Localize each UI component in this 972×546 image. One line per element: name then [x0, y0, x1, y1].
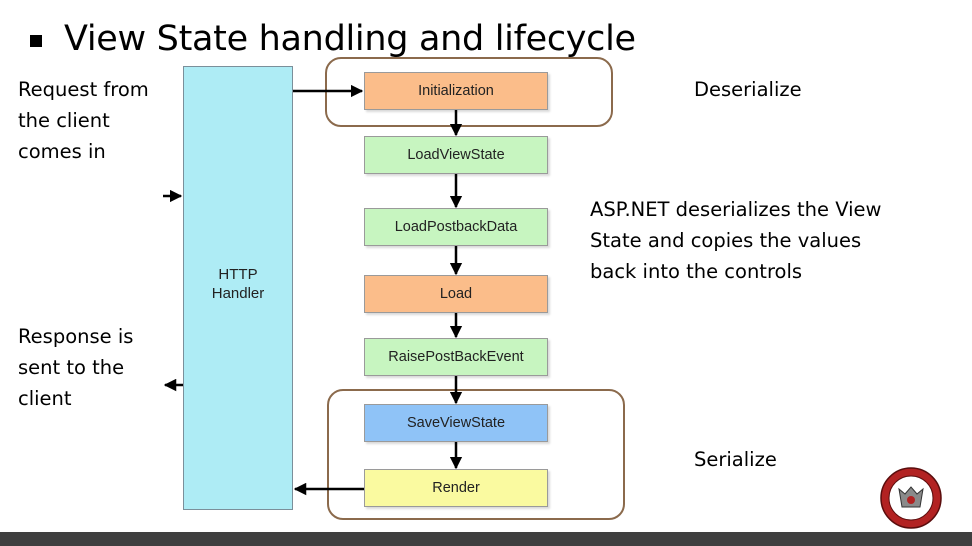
title-row: View State handling and lifecycle	[30, 14, 636, 64]
slide-title: View State handling and lifecycle	[64, 19, 636, 59]
stage-initialization: Initialization	[364, 72, 548, 110]
deserialize-label: Deserialize	[694, 78, 802, 101]
serialize-label: Serialize	[694, 448, 777, 471]
deserialize-note: ASP.NET deserializes the View State and …	[590, 198, 882, 283]
request-text: Request from the client comes in	[18, 78, 149, 163]
footer-bar	[0, 532, 972, 546]
stage-load: Load	[364, 275, 548, 313]
stage-load-postback-data: LoadPostbackData	[364, 208, 548, 246]
square-bullet-icon	[30, 35, 42, 47]
http-handler-label: HTTP Handler	[211, 266, 265, 302]
university-seal-icon	[880, 467, 942, 529]
stage-load-view-state: LoadViewState	[364, 136, 548, 174]
stage-raise-postback-event: RaisePostBackEvent	[364, 338, 548, 376]
stage-render: Render	[364, 469, 548, 507]
response-text: Response is sent to the client	[18, 325, 134, 410]
stage-save-view-state: SaveViewState	[364, 404, 548, 442]
serialize-group-box	[327, 389, 625, 520]
http-handler-box	[183, 66, 293, 510]
